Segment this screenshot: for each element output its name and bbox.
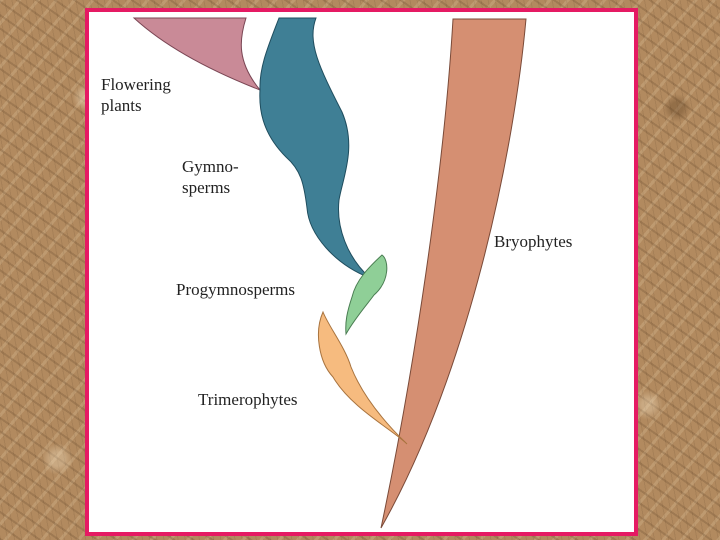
bryophytes-label: Bryophytes [494, 232, 572, 251]
trimerophytes-label: Trimerophytes [198, 390, 298, 409]
bryophytes-branch [380, 18, 527, 529]
flowering-plants-label-line1: Flowering [101, 75, 171, 94]
gymnosperms-label-line1: Gymno- [182, 157, 239, 176]
gymnosperms-label-line2: sperms [182, 178, 230, 197]
progymnosperms-branch [345, 254, 388, 336]
phylogeny-diagram: Flowering plants Gymno- sperms Bryophyte… [101, 17, 572, 529]
gymnosperms-branch [259, 17, 371, 279]
trimerophytes-branch [317, 310, 408, 445]
progymnosperms-label: Progymnosperms [176, 280, 295, 299]
flowering-plants-label-line2: plants [101, 96, 142, 115]
slide-frame: Flowering plants Gymno- sperms Bryophyte… [85, 8, 638, 536]
